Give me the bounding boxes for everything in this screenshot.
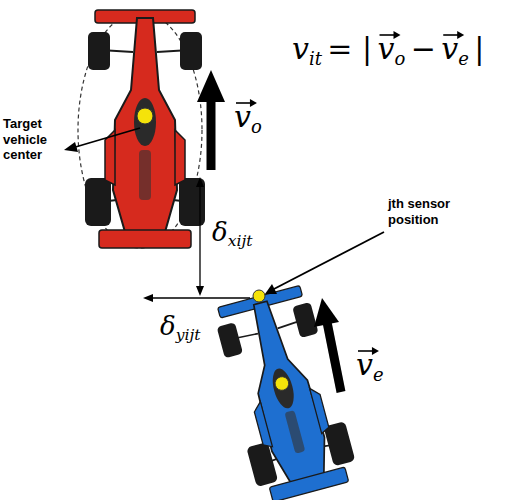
offset-label: δyijt <box>160 312 201 345</box>
velocity-arrowhead <box>197 70 225 102</box>
math-symbol: | <box>474 31 484 66</box>
subscript: o <box>251 116 262 137</box>
callout-label: Target vehicle center <box>3 116 65 163</box>
velocity-label: vo <box>234 100 262 138</box>
velocity-arrowhead <box>314 298 339 327</box>
callout-label: jth sensor position <box>388 196 488 227</box>
target-car <box>85 10 205 248</box>
math-symbol: v <box>441 31 458 66</box>
math-symbol: δ <box>212 217 228 247</box>
velocity-label: ve <box>356 348 384 386</box>
math-symbol: v <box>378 31 395 66</box>
vector-arrowhead <box>372 347 379 355</box>
math-symbol: v <box>292 31 309 66</box>
math-symbol: v <box>234 99 251 134</box>
offset-label: δxijt <box>212 218 253 251</box>
subscript: o <box>394 48 405 69</box>
vector-arrowhead <box>457 31 464 39</box>
vector-arrowhead <box>393 31 400 39</box>
subscript: yijt <box>176 326 201 344</box>
subscript: xijt <box>228 232 253 250</box>
subscript: it <box>309 48 322 69</box>
velocity-arrow <box>207 98 216 170</box>
leader-line <box>72 128 140 148</box>
subscript: e <box>458 48 469 69</box>
velocity-formula: vit= |vo−ve| <box>292 32 484 70</box>
subscript: e <box>373 364 384 385</box>
math-symbol: v <box>356 347 373 382</box>
math-symbol: = | <box>327 31 372 66</box>
leader-line <box>272 232 384 290</box>
sensor-dot <box>253 290 265 302</box>
ego-car <box>209 283 360 500</box>
math-symbol: δ <box>160 311 176 341</box>
vector-arrowhead <box>250 99 257 107</box>
math-symbol: − <box>411 31 436 66</box>
velocity-arrow <box>327 322 341 392</box>
